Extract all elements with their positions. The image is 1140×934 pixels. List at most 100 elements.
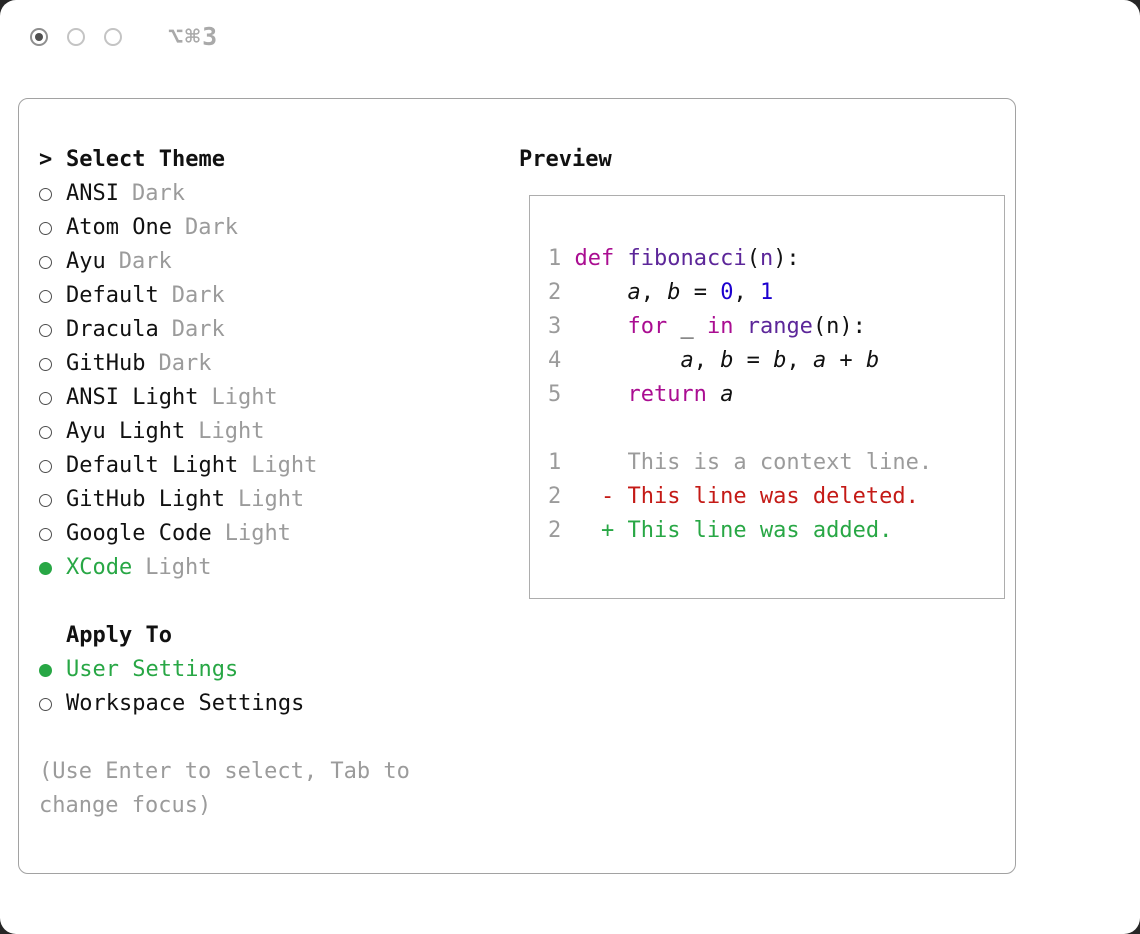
theme-option-ayu[interactable]: Ayu Dark bbox=[39, 245, 501, 279]
theme-option-dracula[interactable]: Dracula Dark bbox=[39, 313, 501, 347]
preview-title: Preview bbox=[519, 147, 612, 172]
option-label: Ayu bbox=[66, 249, 106, 274]
code-token bbox=[707, 382, 720, 407]
apply-option-workspace-settings[interactable]: Workspace Settings bbox=[39, 687, 501, 721]
theme-variant-label: Light bbox=[251, 453, 318, 478]
option-label: XCode bbox=[66, 555, 133, 580]
code-token: a bbox=[680, 348, 694, 373]
code-line: 1 This is a context line. bbox=[548, 446, 1004, 480]
code-token: - This line was deleted. bbox=[600, 484, 919, 509]
code-token: in bbox=[706, 314, 734, 339]
code-token: 1 bbox=[759, 280, 774, 305]
radio-icon bbox=[39, 323, 52, 337]
theme-variant-label: Dark bbox=[158, 351, 212, 376]
option-label: GitHub Light bbox=[66, 487, 225, 512]
window-dot-icon[interactable] bbox=[104, 28, 122, 46]
theme-variant-label: Light bbox=[211, 385, 278, 410]
prompt-icon: > bbox=[39, 147, 53, 172]
code-token bbox=[574, 280, 627, 305]
code-token: for bbox=[627, 314, 668, 339]
code-line: 2 a, b = 0, 1 bbox=[548, 276, 1004, 310]
theme-option-ansi-light[interactable]: ANSI Light Light bbox=[39, 381, 501, 415]
theme-option-ansi[interactable]: ANSI Dark bbox=[39, 177, 501, 211]
code-token: + bbox=[826, 348, 866, 373]
window-dot-icon[interactable] bbox=[67, 28, 85, 46]
code-token bbox=[574, 382, 627, 407]
radio-icon bbox=[39, 425, 52, 439]
radio-icon bbox=[39, 391, 52, 405]
radio-icon bbox=[39, 187, 52, 201]
code-line: 3 for _ in range(n): bbox=[548, 310, 1004, 344]
select-theme-title: Select Theme bbox=[66, 147, 225, 172]
radio-icon bbox=[39, 493, 52, 507]
code-token: This is a context line. bbox=[574, 450, 933, 475]
code-token: = bbox=[680, 280, 721, 305]
code-line bbox=[548, 412, 1004, 446]
code-token: , bbox=[786, 348, 813, 373]
code-token: a bbox=[627, 280, 641, 305]
code-token: b bbox=[773, 348, 787, 373]
hint-line: (Use Enter to select, Tab to bbox=[39, 759, 410, 784]
option-label: Atom One bbox=[66, 215, 172, 240]
code-token: def bbox=[574, 246, 615, 271]
code-token bbox=[733, 314, 746, 339]
theme-variant-label: Dark bbox=[184, 215, 238, 240]
radio-icon bbox=[39, 255, 52, 269]
code-line: 5 return a bbox=[548, 378, 1004, 412]
line-number: 3 bbox=[548, 314, 562, 339]
line-number: 1 bbox=[548, 246, 562, 271]
option-label: ANSI bbox=[66, 181, 119, 206]
radio-icon bbox=[39, 357, 52, 371]
theme-variant-label: Light bbox=[237, 487, 305, 512]
radio-icon bbox=[39, 459, 52, 473]
option-label: GitHub bbox=[66, 351, 146, 376]
radio-icon bbox=[39, 289, 52, 303]
code-token: ( bbox=[746, 246, 760, 271]
code-line: 2 + This line was added. bbox=[548, 514, 1004, 548]
code-line: 4 a, b = b, a + b bbox=[548, 344, 1004, 378]
code-token: , bbox=[733, 280, 760, 305]
code-token: return bbox=[627, 382, 707, 407]
code-token: 0 bbox=[720, 280, 734, 305]
line-number: 4 bbox=[548, 348, 562, 373]
line-number: 2 bbox=[548, 518, 562, 543]
window-dot-active-icon[interactable] bbox=[30, 28, 48, 46]
code-token: b bbox=[720, 348, 734, 373]
option-label: Default bbox=[66, 283, 159, 308]
code-line: 2 - This line was deleted. bbox=[548, 480, 1004, 514]
option-label: Workspace Settings bbox=[66, 691, 305, 716]
line-number: 1 bbox=[548, 450, 562, 475]
code-token bbox=[574, 314, 627, 339]
code-token bbox=[614, 246, 627, 271]
code-token: b bbox=[865, 348, 880, 373]
keyboard-shortcut-label: ⌥⌘3 bbox=[168, 22, 220, 51]
code-token bbox=[574, 348, 680, 373]
apply-option-user-settings[interactable]: User Settings bbox=[39, 653, 501, 687]
titlebar: ⌥⌘3 bbox=[0, 0, 1140, 98]
theme-variant-label: Dark bbox=[118, 249, 172, 274]
code-token: a bbox=[720, 382, 734, 407]
theme-variant-label: Light bbox=[224, 521, 291, 546]
line-number: 5 bbox=[548, 382, 562, 407]
theme-variant-label: Dark bbox=[171, 317, 225, 342]
theme-variant-label: Dark bbox=[131, 181, 185, 206]
theme-option-atom-one[interactable]: Atom One Dark bbox=[39, 211, 501, 245]
option-label: Dracula bbox=[66, 317, 159, 342]
theme-option-github[interactable]: GitHub Dark bbox=[39, 347, 501, 381]
radio-selected-icon bbox=[39, 663, 52, 677]
option-label: ANSI Light bbox=[66, 385, 199, 410]
theme-option-github-light[interactable]: GitHub Light Light bbox=[39, 483, 501, 517]
code-token: a bbox=[812, 348, 827, 373]
